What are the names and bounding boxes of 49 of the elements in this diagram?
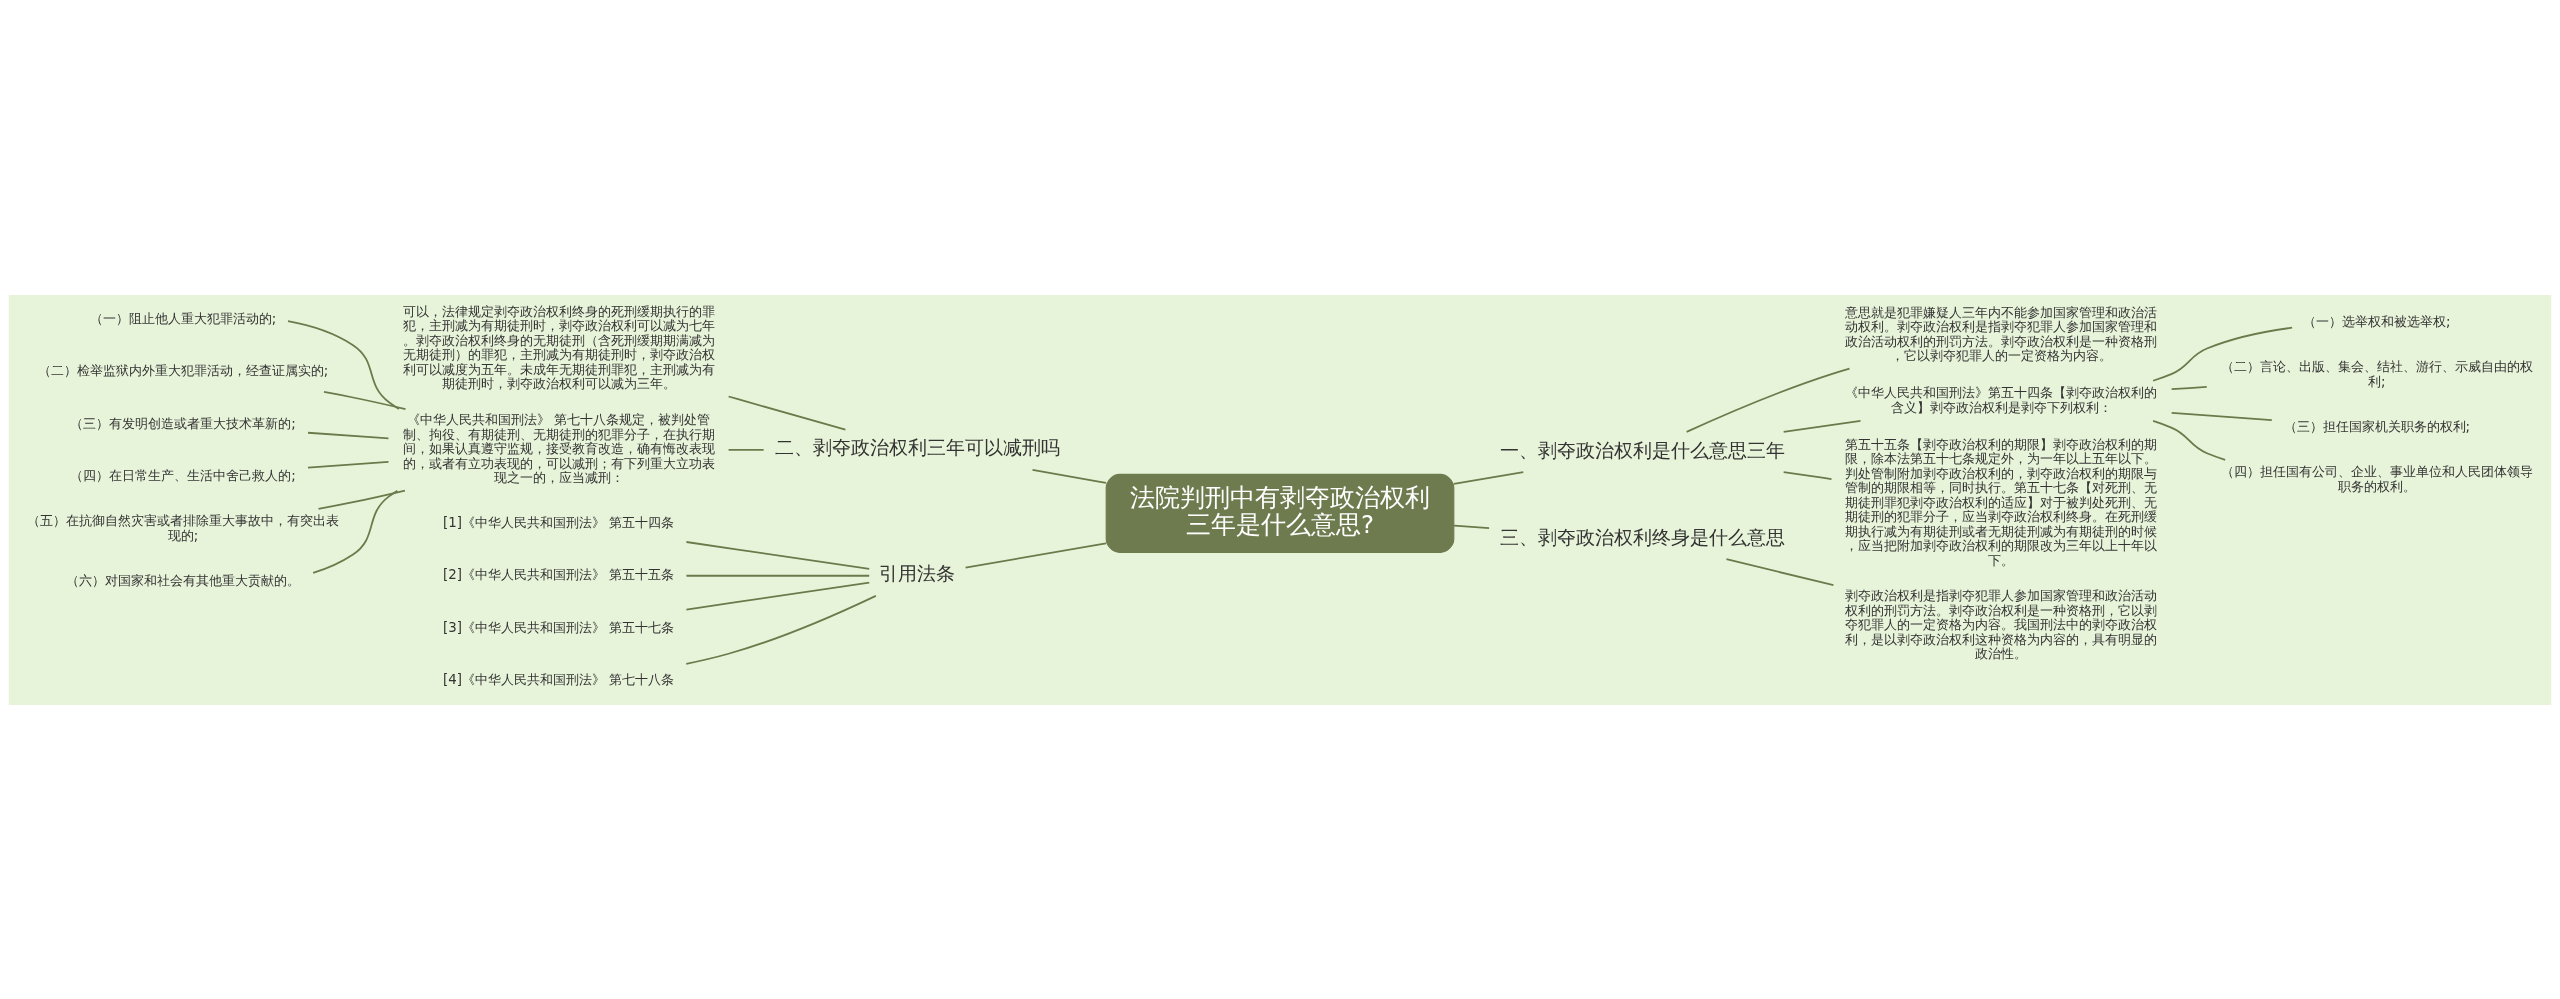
node-text: 三、剥夺政治权利终身是什么意思 [1500, 525, 1786, 548]
node-text: （一）阻止他人重大犯罪活动的; [89, 310, 277, 326]
connector [1782, 470, 1833, 480]
connector [2170, 385, 2208, 390]
connector [727, 448, 765, 451]
connector [685, 574, 871, 577]
connector [685, 594, 877, 665]
node-text: 一、剥夺政治权利是什么意思三年 [1500, 438, 1786, 461]
connector [317, 489, 406, 510]
node-text: 意思就是犯罪嫌疑人三年内不能参加国家管理和政治活动权利。剥夺政治权利是指剥夺犯罪人参加国家管理和政治活动权利的刑罚方法。剥夺政治权利是一种资格刑，它以剥夺犯罪人的一定资格为内容。 [1845, 304, 2158, 363]
node-text: [1]《中华人民共和国刑法》 第五十四条 [443, 514, 675, 530]
node-text: （五）在抗御自然灾害或者排除重大事故中，有突出表现的; [27, 512, 340, 543]
connector [312, 489, 399, 574]
connector [2152, 419, 2227, 461]
connector [1725, 557, 1835, 586]
connector [685, 581, 871, 610]
connector [2152, 326, 2293, 382]
connector [1685, 367, 1851, 433]
node-text: [3]《中华人民共和国刑法》 第五十七条 [443, 619, 675, 635]
connector [307, 460, 390, 469]
connector [1453, 470, 1525, 485]
connector [964, 541, 1107, 568]
node-text: [2]《中华人民共和国刑法》 第五十五条 [443, 566, 675, 582]
connector [1031, 468, 1107, 484]
node-text: 第五十五条【剥夺政治权利的期限】剥夺政治权利的期限，除本法第五十七条规定外，为一年以上五年以下。判处管制附加剥夺政治权利的，剥夺政治权利的期限与管制的期限相等，同时执行。第五十七条【对死刑、无期徒刑罪犯剥夺政治权利的适应】对于被判处死刑、无期徒刑的犯罪分子，应当剥夺政治权利终身。在死刑缓期执行减为有期徒刑或者无期徒刑减为有期徒刑的时候，应当把附加剥夺政治权利的期限改为三年以上十年以下。 [1845, 436, 2158, 568]
node-text: （二）检举监狱内外重大犯罪活动，经查证属实的; [37, 362, 329, 378]
connector [1453, 524, 1490, 529]
node-text: 引用法条 [879, 561, 956, 584]
connector [307, 431, 390, 439]
connector [2170, 411, 2273, 421]
node-text: 《中华人民共和国刑法》第五十四条【剥夺政治权利的含义】剥夺政治权利是剥夺下列权利： [1845, 384, 2158, 415]
connector [323, 390, 407, 410]
node-text: （三）担任国家机关职务的权利; [2283, 418, 2471, 434]
node-text: （六）对国家和社会有其他重大贡献的。 [66, 572, 301, 588]
node-text: （四）担任国有公司、企业、事业单位和人民团体领导职务的权利。 [2220, 463, 2533, 494]
node-text: （四）在日常生产、生活中舍己救人的; [70, 467, 296, 483]
node-text: （一）选举权和被选举权; [2303, 313, 2451, 329]
connector [727, 395, 847, 431]
node-text: 二、剥夺政治权利三年可以减刑吗 [774, 435, 1060, 458]
node-text: （二）言论、出版、集会、结社、游行、示威自由的权利; [2220, 358, 2533, 389]
node-text: （三）有发明创造或者重大技术革新的; [70, 415, 296, 431]
node-text: 可以，法律规定剥夺政治权利终身的死刑缓期执行的罪犯，主刑减为有期徒刑时，剥夺政治权利可以减为七年。剥夺政治权利终身的无期徒刑（含死刑缓期期满减为无期徒刑）的罪犯，主刑减为有期徒刑时，剥夺政治权利可以减度为五年。未成年无期徒刑罪犯，主刑减为有期徒刑时，剥夺政治权利可以减为三年。 [402, 303, 715, 391]
node-box: 法院判刑中有剥夺政治权利三年是什么意思? [1105, 473, 1455, 553]
node-text: [4]《中华人民共和国刑法》 第七十八条 [443, 671, 675, 687]
node-text: 《中华人民共和国刑法》 第七十八条规定，被判处管制、拘役、有期徒刑、无期徒刑的犯罪分子，在执行期间，如果认真遵守监规，接受教育改造，确有悔改表现的，或者有立功表现的，可以减刑；有下列重大立功表现之一的，应当减刑： [402, 411, 715, 485]
connector [1782, 419, 1862, 433]
connector [685, 540, 871, 570]
node-text: 剥夺政治权利是指剥夺犯罪人参加国家管理和政治活动权利的刑罚方法。剥夺政治权利是一种资格刑，它以剥夺犯罪人的一定资格为内容。我国刑法中的剥夺政治权利，是以剥夺政治权利这种资格为内容的，具有明显的政治性。 [1845, 587, 2158, 661]
connector [287, 319, 400, 410]
